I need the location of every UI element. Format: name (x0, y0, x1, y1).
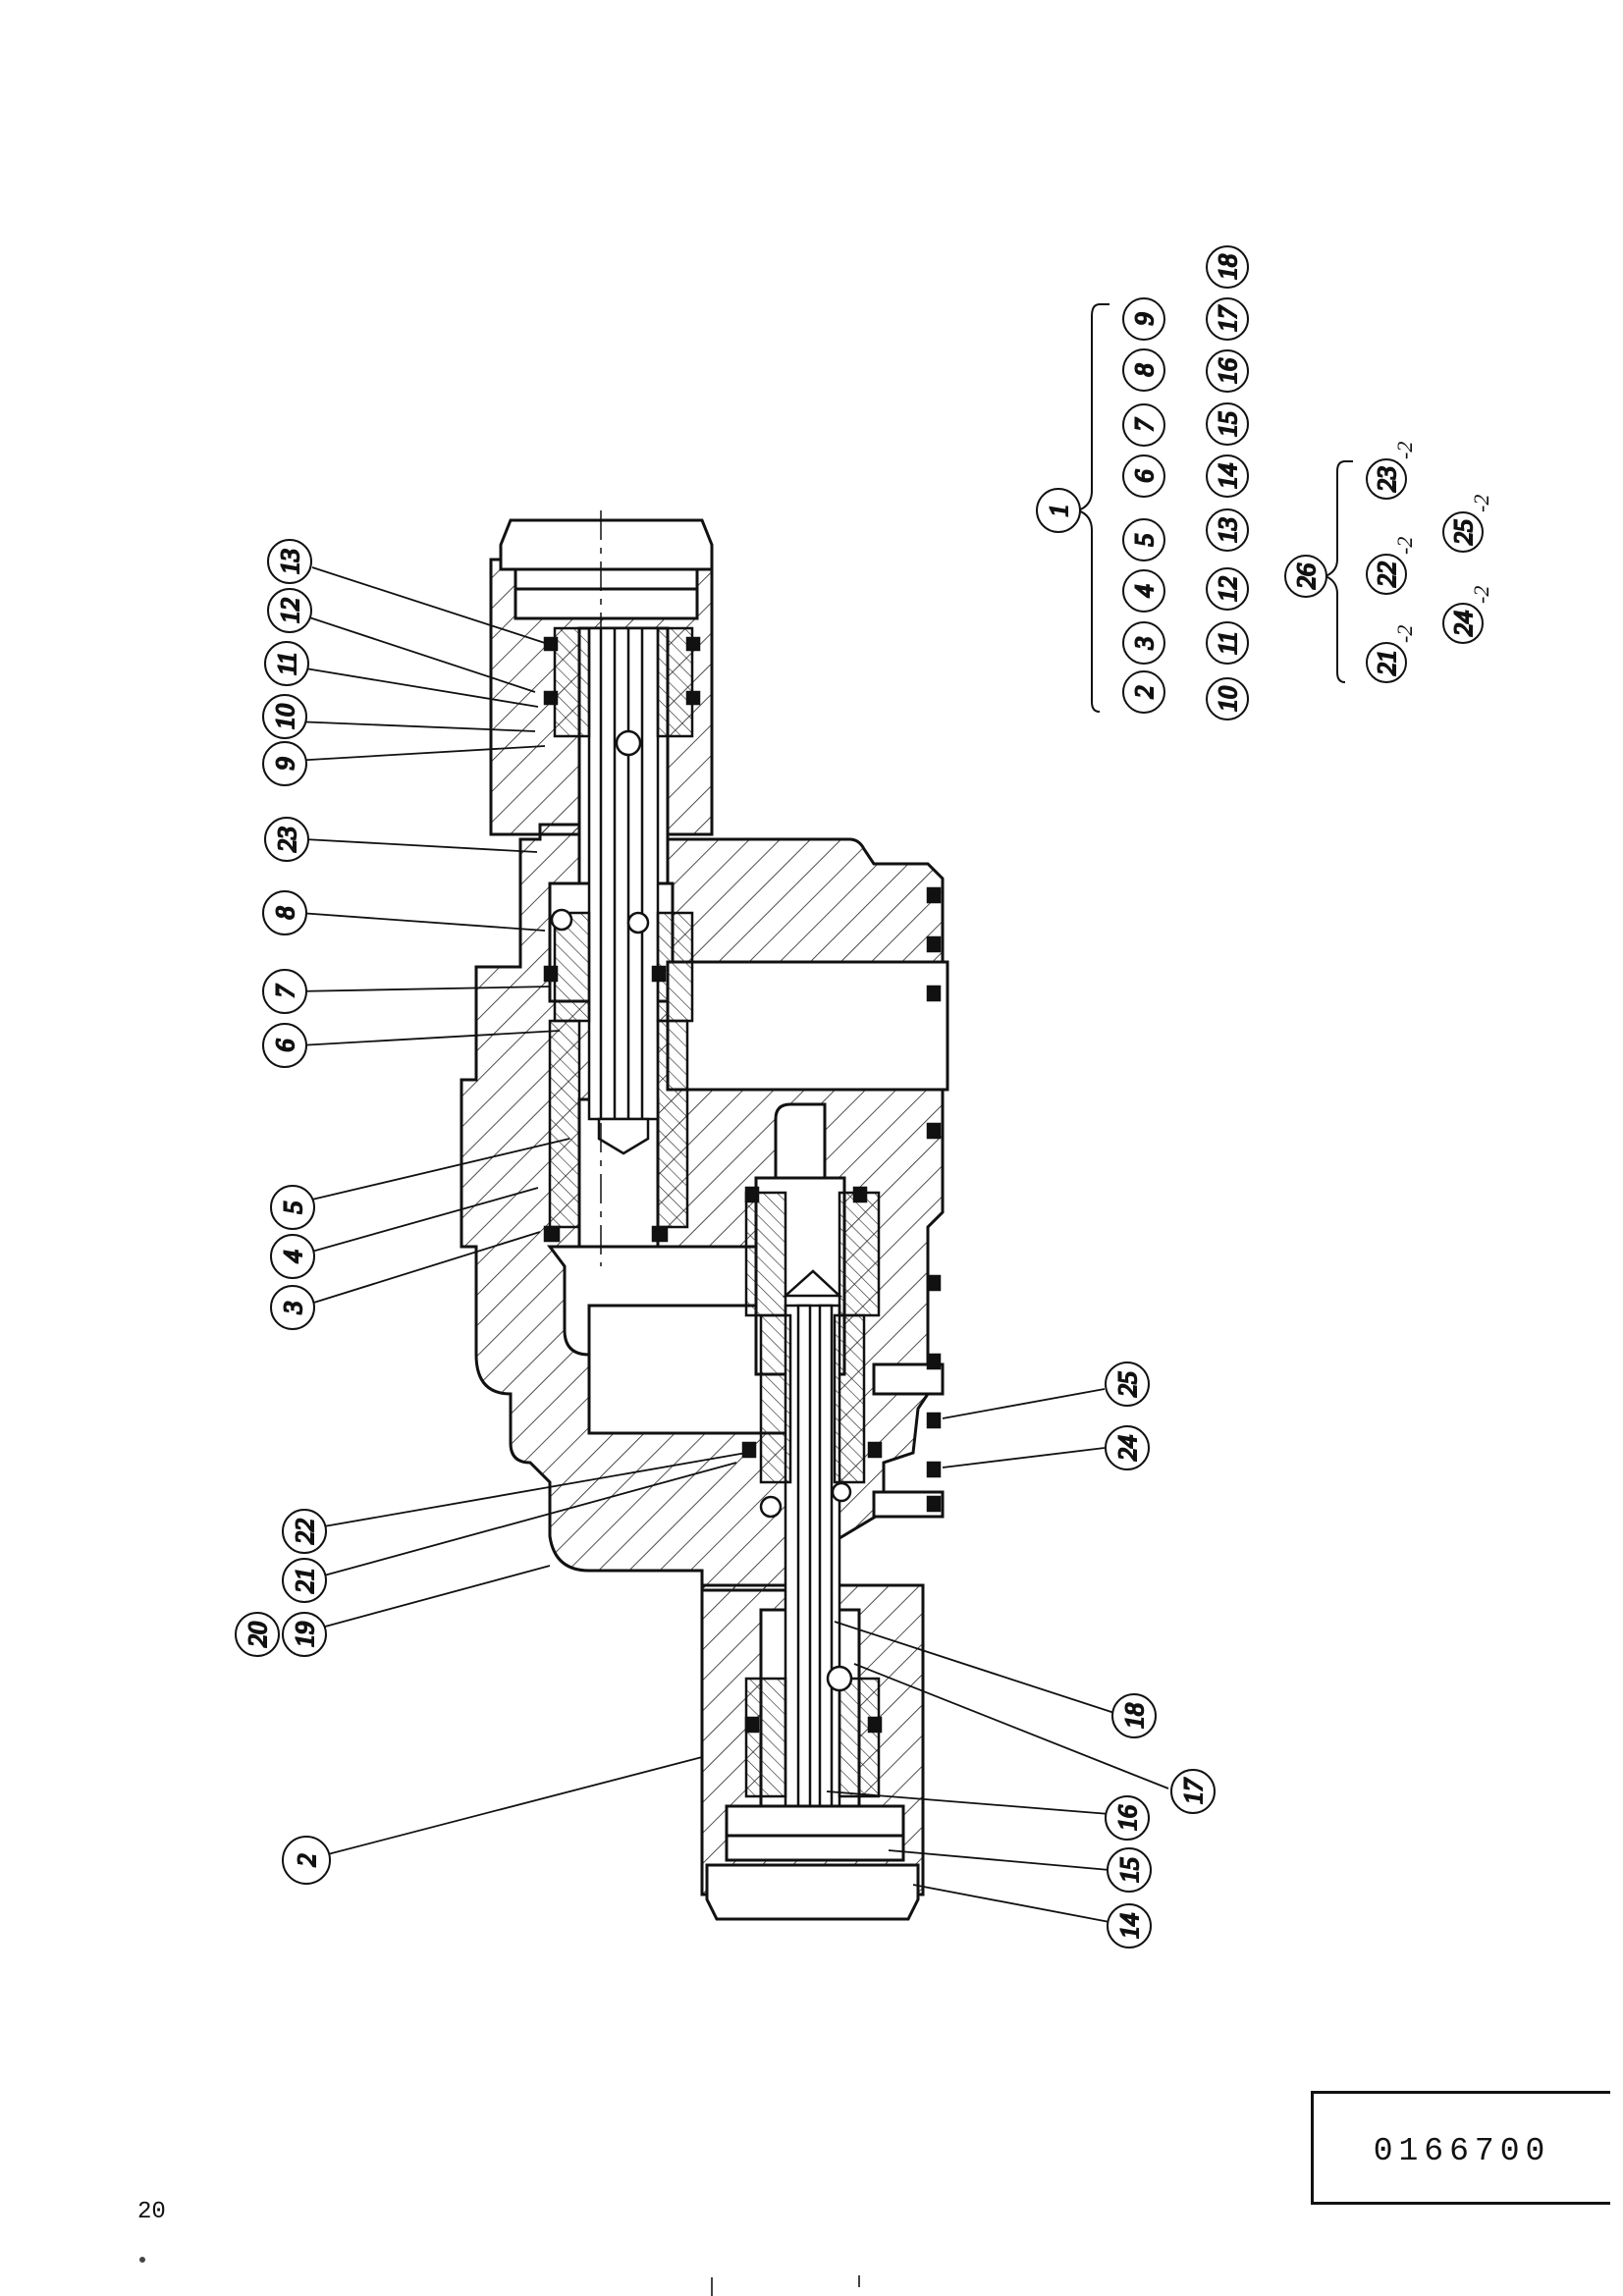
assembly-1-row1: 2 3 4 5 6 7 8 9 (1122, 297, 1165, 714)
assembly-1-label: 1 (1036, 488, 1081, 533)
svg-text:8: 8 (271, 907, 299, 920)
callout-20: 20 (235, 1612, 280, 1657)
upper-spool-assembly (543, 626, 701, 1243)
callout-11: 11 (264, 641, 309, 686)
svg-text:7: 7 (1130, 418, 1159, 432)
svg-text:22: 22 (291, 1519, 319, 1544)
svg-text:4: 4 (279, 1251, 307, 1263)
page-number: 20 (137, 2199, 166, 2225)
callout-16: 16 (1105, 1795, 1150, 1841)
scan-marks (139, 2257, 860, 2296)
svg-text:22: 22 (1373, 561, 1401, 587)
svg-text:3: 3 (1130, 637, 1159, 651)
callout-4: 4 (270, 1234, 315, 1279)
svg-text:-2: -2 (1392, 625, 1417, 643)
leader-lines (292, 566, 1169, 1923)
svg-text:6: 6 (1130, 470, 1159, 483)
svg-text:25: 25 (1113, 1371, 1142, 1397)
svg-text:12: 12 (276, 598, 304, 623)
parts-key: 1 2 3 4 5 6 7 8 9 10 11 12 13 14 15 16 1… (1036, 245, 1493, 721)
callout-2: 2 (282, 1836, 331, 1885)
svg-text:15: 15 (1214, 411, 1242, 437)
svg-text:23: 23 (1373, 466, 1401, 492)
svg-text:9: 9 (271, 758, 299, 771)
svg-text:6: 6 (271, 1040, 299, 1052)
callout-22: 22 (282, 1509, 327, 1554)
callout-8: 8 (262, 890, 307, 935)
assembly-26-row1: 21 -2 22 -2 23 -2 (1366, 442, 1417, 683)
callout-12: 12 (267, 588, 312, 633)
callout-7: 7 (262, 969, 307, 1014)
assembly-1-brace (1075, 303, 1109, 713)
svg-text:11: 11 (273, 652, 301, 675)
svg-text:21: 21 (291, 1568, 319, 1593)
svg-text:-2: -2 (1392, 442, 1417, 459)
svg-text:14: 14 (1115, 1913, 1144, 1939)
svg-text:3: 3 (279, 1302, 307, 1315)
callouts: 13 12 11 10 9 23 8 7 6 5 4 3 22 21 19 20… (235, 539, 1216, 1949)
svg-text:18: 18 (1214, 254, 1242, 280)
svg-text:20: 20 (243, 1622, 272, 1647)
svg-text:16: 16 (1214, 358, 1242, 384)
callout-10: 10 (262, 694, 307, 739)
svg-text:23: 23 (273, 827, 301, 852)
svg-text:10: 10 (1214, 686, 1242, 712)
callout-9: 9 (262, 741, 307, 786)
drawing-number: 0166700 (1373, 2133, 1551, 2169)
svg-text:17: 17 (1179, 1778, 1208, 1804)
assembly-26-label: 26 (1284, 555, 1327, 598)
assembly-26-brace (1323, 460, 1353, 683)
svg-text:15: 15 (1115, 1857, 1144, 1883)
svg-text:17: 17 (1214, 305, 1242, 332)
svg-text:24: 24 (1449, 611, 1478, 636)
svg-text:13: 13 (1214, 517, 1242, 543)
svg-text:2: 2 (293, 1854, 321, 1867)
lower-end-plug (705, 1804, 920, 1921)
assembly-26-row2: 24 -2 25 -2 (1442, 495, 1493, 644)
svg-text:9: 9 (1130, 313, 1159, 326)
svg-text:24: 24 (1113, 1435, 1142, 1461)
callout-13: 13 (267, 539, 312, 584)
svg-text:12: 12 (1214, 576, 1242, 602)
callout-3: 3 (270, 1285, 315, 1330)
svg-text:-2: -2 (1392, 537, 1417, 555)
drawing-number-box: 0166700 (1311, 2091, 1610, 2205)
upper-end-plug (499, 510, 714, 1266)
callout-5: 5 (270, 1185, 315, 1230)
svg-text:13: 13 (276, 549, 304, 574)
svg-text:18: 18 (1120, 1703, 1149, 1729)
callout-19: 19 (282, 1612, 327, 1657)
svg-text:8: 8 (1130, 364, 1159, 377)
svg-text:5: 5 (1130, 534, 1159, 547)
svg-text:11: 11 (1214, 631, 1242, 655)
callout-17: 17 (1170, 1769, 1216, 1814)
svg-text:21: 21 (1373, 650, 1401, 675)
svg-text:5: 5 (279, 1201, 307, 1214)
svg-text:2: 2 (1130, 686, 1159, 699)
callout-14: 14 (1107, 1903, 1152, 1949)
svg-text:14: 14 (1214, 463, 1242, 489)
callout-25: 25 (1105, 1362, 1150, 1407)
callout-15: 15 (1107, 1847, 1152, 1893)
callout-21: 21 (282, 1558, 327, 1603)
callout-24: 24 (1105, 1425, 1150, 1470)
svg-text:10: 10 (271, 704, 299, 729)
svg-text:26: 26 (1292, 563, 1321, 589)
svg-text:-2: -2 (1469, 495, 1493, 512)
svg-text:1: 1 (1045, 505, 1073, 517)
svg-text:-2: -2 (1469, 586, 1493, 604)
svg-text:19: 19 (291, 1622, 319, 1647)
callout-23: 23 (264, 817, 309, 862)
svg-text:25: 25 (1449, 519, 1478, 545)
callout-18: 18 (1111, 1693, 1157, 1738)
svg-text:4: 4 (1130, 585, 1159, 598)
svg-text:7: 7 (271, 985, 299, 998)
assembly-1-row2: 10 11 12 13 14 15 16 17 18 (1206, 245, 1249, 721)
svg-text:16: 16 (1113, 1805, 1142, 1831)
callout-6: 6 (262, 1023, 307, 1068)
